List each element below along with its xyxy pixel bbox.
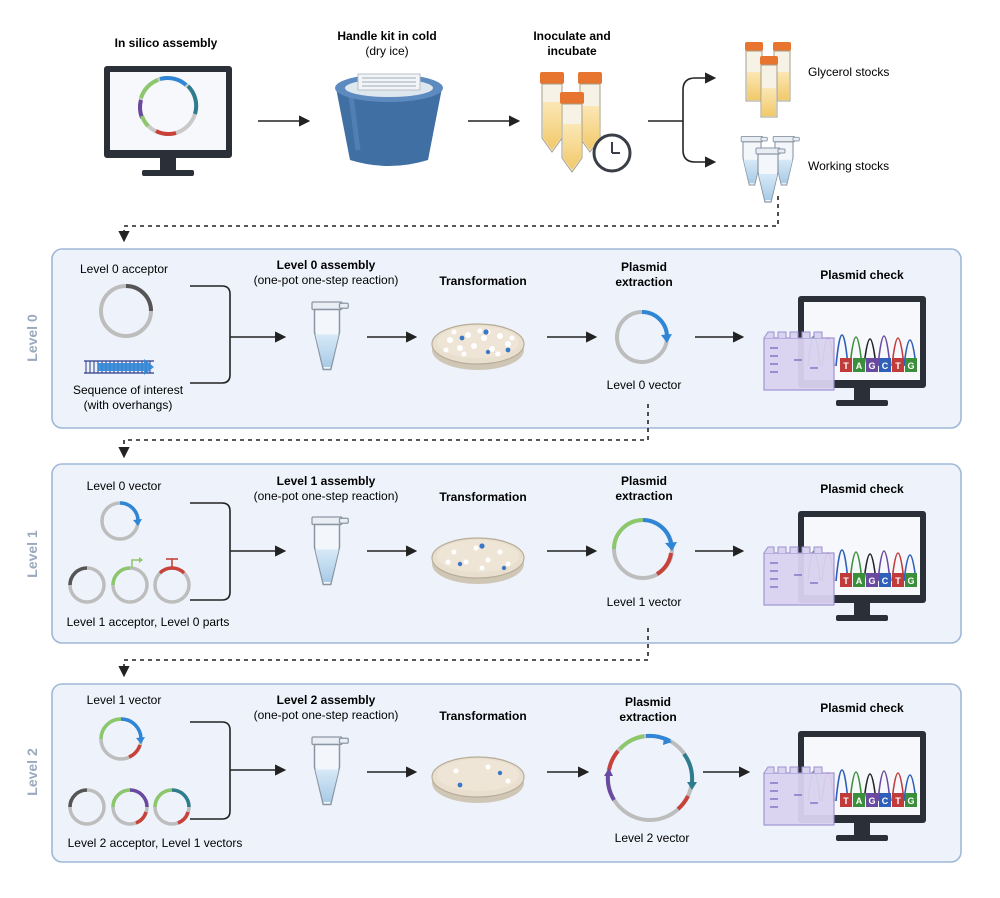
level-1-assembly-title: Level 1 assembly xyxy=(277,474,376,488)
gel-icon xyxy=(763,331,835,391)
base-label: A xyxy=(856,576,863,586)
label-in-silico: In silico assembly xyxy=(115,36,218,50)
level-0-side-label: Level 0 xyxy=(24,314,40,362)
sequence-bases: T A G C T G xyxy=(840,358,917,372)
sequencing-monitor-icon: T A G C T G xyxy=(798,296,926,406)
level-0-vector-label: Level 0 vector xyxy=(607,378,682,392)
gel-icon xyxy=(763,766,835,826)
dashed-connector xyxy=(118,404,649,459)
base-label: T xyxy=(843,796,849,806)
label-incubate: incubate xyxy=(547,44,597,58)
level-0-input-bottom-1: Sequence of interest xyxy=(73,383,184,397)
level-0-assembly-sub: (one-pot one-step reaction) xyxy=(254,273,399,287)
label-handle-kit: Handle kit in cold xyxy=(337,29,436,43)
base-label: A xyxy=(856,361,863,371)
sequence-bases: T A G C T G xyxy=(840,573,917,587)
level-0-assembly-title: Level 0 assembly xyxy=(277,258,376,272)
level-0-transformation: Transformation xyxy=(439,274,526,288)
level-2-side-label: Level 2 xyxy=(24,748,40,796)
base-label: T xyxy=(843,361,849,371)
level-0-vector-plasmid-icon xyxy=(615,310,672,364)
gel-icon xyxy=(763,546,835,606)
level-0-panel: Level 0 Level 0 acceptor Sequence of int… xyxy=(24,248,962,429)
level-1-vector-label: Level 1 vector xyxy=(607,595,682,609)
level-0-input-bottom-2: (with overhangs) xyxy=(84,398,173,412)
level-1-panel: Level 1 Level 0 vector Level 1 acceptor,… xyxy=(24,463,962,644)
level-2-extraction: extraction xyxy=(619,710,676,724)
base-label: G xyxy=(907,361,914,371)
acceptor-plasmid-icon xyxy=(99,284,153,338)
ice-bucket-icon xyxy=(335,73,443,166)
level-0-vector-input-icon xyxy=(100,501,142,541)
level-2-input-bottom: Level 2 acceptor, Level 1 vectors xyxy=(68,836,243,850)
level-1-check-label: Plasmid check xyxy=(820,482,904,496)
level-1-plasmid: Plasmid xyxy=(621,474,667,488)
level-1-vector-plasmid-icon xyxy=(612,518,677,580)
base-label: C xyxy=(882,796,889,806)
label-glycerol-stocks: Glycerol stocks xyxy=(808,65,889,79)
base-label: G xyxy=(907,576,914,586)
sequencing-monitor-icon: T A G C T G xyxy=(798,731,926,841)
level-1-vector-input-icon xyxy=(111,788,149,826)
label-dry-ice: (dry ice) xyxy=(365,44,408,58)
level-2-panel: Level 2 Level 1 vector Level 2 acceptor,… xyxy=(24,683,962,863)
dashed-connector xyxy=(118,628,649,678)
base-label: G xyxy=(868,796,875,806)
level-1-transformation: Transformation xyxy=(439,490,526,504)
level-1-input-top: Level 0 vector xyxy=(87,479,162,493)
petri-dish-icon xyxy=(431,323,525,371)
level-2-plasmid: Plasmid xyxy=(625,695,671,709)
level-2-input-top: Level 1 vector xyxy=(87,693,162,707)
computer-icon xyxy=(104,66,232,176)
split-arrow xyxy=(648,72,717,168)
label-working-stocks: Working stocks xyxy=(808,159,889,173)
base-label: C xyxy=(882,361,889,371)
base-label: A xyxy=(856,796,863,806)
level-0-plasmid: Plasmid xyxy=(621,260,667,274)
acceptor-plasmid-icon xyxy=(68,788,106,826)
level-0-input-top: Level 0 acceptor xyxy=(80,262,168,276)
clock-icon xyxy=(592,133,632,173)
base-label: G xyxy=(907,796,914,806)
label-inoculate: Inoculate and xyxy=(533,29,610,43)
acceptor-plasmid-icon xyxy=(68,566,106,604)
base-label: T xyxy=(895,361,901,371)
petri-dish-icon xyxy=(431,537,525,585)
level-1-vector-input-icon xyxy=(153,788,191,826)
level-2-check-label: Plasmid check xyxy=(820,701,904,715)
level-1-extraction: extraction xyxy=(615,489,672,503)
sequence-bases: T A G C T G xyxy=(840,793,917,807)
level-2-vector-plasmid-icon xyxy=(604,733,697,822)
level-0-check-label: Plasmid check xyxy=(820,268,904,282)
level-1-vector-input-icon xyxy=(99,717,145,761)
base-label: T xyxy=(895,796,901,806)
dna-fragment-icon xyxy=(84,359,154,375)
base-label: T xyxy=(895,576,901,586)
level-1-side-label: Level 1 xyxy=(24,530,40,578)
promoter-part-icon xyxy=(111,557,149,604)
base-label: T xyxy=(843,576,849,586)
working-tubes-icon xyxy=(740,135,800,203)
culture-tubes-icon xyxy=(540,72,602,173)
base-label: G xyxy=(868,361,875,371)
petri-dish-icon xyxy=(431,756,525,804)
level-2-transformation: Transformation xyxy=(439,709,526,723)
level-1-input-bottom: Level 1 acceptor, Level 0 parts xyxy=(67,615,230,629)
level-2-assembly-sub: (one-pot one-step reaction) xyxy=(254,708,399,722)
level-2-vector-label: Level 2 vector xyxy=(615,831,690,845)
level-1-assembly-sub: (one-pot one-step reaction) xyxy=(254,489,399,503)
level-2-assembly-title: Level 2 assembly xyxy=(277,693,376,707)
base-label: C xyxy=(882,576,889,586)
base-label: G xyxy=(868,576,875,586)
level-0-extraction: extraction xyxy=(615,275,672,289)
merge-bracket xyxy=(190,285,231,384)
terminator-part-icon xyxy=(153,558,191,604)
glycerol-tubes-icon xyxy=(745,42,791,118)
dashed-connector xyxy=(118,196,779,243)
